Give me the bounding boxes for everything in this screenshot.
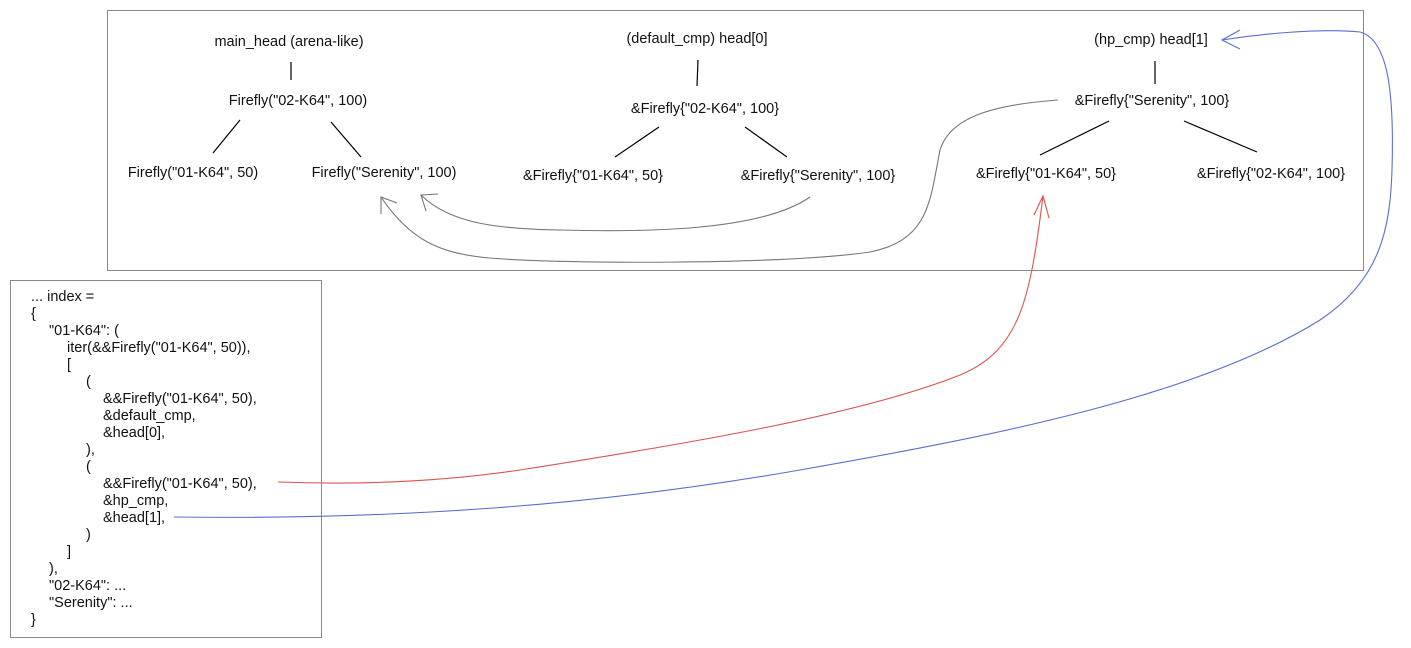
- tree-header: (default_cmp) head[0]: [626, 31, 767, 47]
- code-line: (: [86, 374, 91, 390]
- tree-left-node: &Firefly{"01-K64", 50}: [523, 168, 663, 184]
- pointer-arrow-blue: [173, 29, 1393, 518]
- code-line: ),: [86, 442, 95, 458]
- tree-edge-header-root: [696, 59, 699, 87]
- code-line: iter(&&Firefly("01-K64", 50)),: [67, 340, 251, 356]
- code-line: (: [86, 459, 91, 475]
- tree-header: (hp_cmp) head[1]: [1094, 32, 1208, 48]
- tree-default-cmp: (default_cmp) head[0] &Firefly{"02-K64",…: [523, 31, 895, 184]
- pointer-arrow: [173, 30, 1393, 518]
- tree-hp-cmp: (hp_cmp) head[1] &Firefly{"Serenity", 10…: [976, 32, 1345, 182]
- code-line: ),: [49, 561, 58, 577]
- tree-right-node: &Firefly{"Serenity", 100}: [741, 168, 896, 184]
- tree-edge-right: [744, 126, 788, 158]
- code-line: ... index =: [31, 289, 94, 305]
- pointer-arrow: [277, 195, 1044, 484]
- code-line: &hp_cmp,: [103, 493, 168, 509]
- arrow-head: [1220, 29, 1241, 50]
- tree-left-node: &Firefly{"01-K64", 50}: [976, 166, 1116, 182]
- arrow-head: [420, 193, 439, 212]
- tree-root-node: Firefly("02-K64", 100): [229, 93, 367, 109]
- code-line: "02-K64": ...: [49, 578, 126, 594]
- tree-header: main_head (arena-like): [214, 34, 363, 50]
- pointer-arrows-gray: [380, 99, 1059, 263]
- trees-frame: [107, 10, 1364, 271]
- code-line: &head[0],: [103, 425, 165, 441]
- code-line: &default_cmp,: [103, 408, 196, 424]
- tree-root-node: &Firefly{"Serenity", 100}: [1075, 93, 1230, 109]
- tree-left-node: Firefly("01-K64", 50): [128, 165, 258, 181]
- code-line: &&Firefly("01-K64", 50),: [103, 391, 257, 407]
- index-frame: [10, 280, 322, 638]
- code-line: }: [31, 612, 36, 628]
- pointer-arrow: [380, 99, 1059, 263]
- code-line: &&Firefly("01-K64", 50),: [103, 476, 257, 492]
- tree-edge-right: [330, 121, 362, 158]
- code-line: [: [67, 357, 71, 373]
- index-code: ... index = { "01-K64": ( iter(&&Firefly…: [31, 289, 257, 628]
- code-line: {: [31, 306, 36, 322]
- pointer-arrow-red: [277, 194, 1050, 484]
- tree-right-node: &Firefly{"02-K64", 100}: [1197, 166, 1345, 182]
- arrow-head: [380, 196, 398, 214]
- tree-edge-left: [1039, 120, 1110, 156]
- tree-edge-right: [1183, 120, 1258, 153]
- tree-edge-left: [614, 126, 660, 158]
- tree-edge-left: [212, 119, 241, 154]
- tree-root-node: &Firefly{"02-K64", 100}: [631, 101, 779, 117]
- code-line: ]: [67, 544, 71, 560]
- code-line: "Serenity": ...: [49, 595, 133, 611]
- code-line: &head[1],: [103, 510, 165, 526]
- tree-main-head: main_head (arena-like) Firefly("02-K64",…: [128, 34, 457, 181]
- code-line: "01-K64": (: [49, 323, 119, 339]
- pointer-arrow: [420, 194, 811, 232]
- tree-right-node: Firefly("Serenity", 100): [312, 165, 457, 181]
- code-line: ): [86, 527, 91, 543]
- arrow-head: [1033, 194, 1050, 219]
